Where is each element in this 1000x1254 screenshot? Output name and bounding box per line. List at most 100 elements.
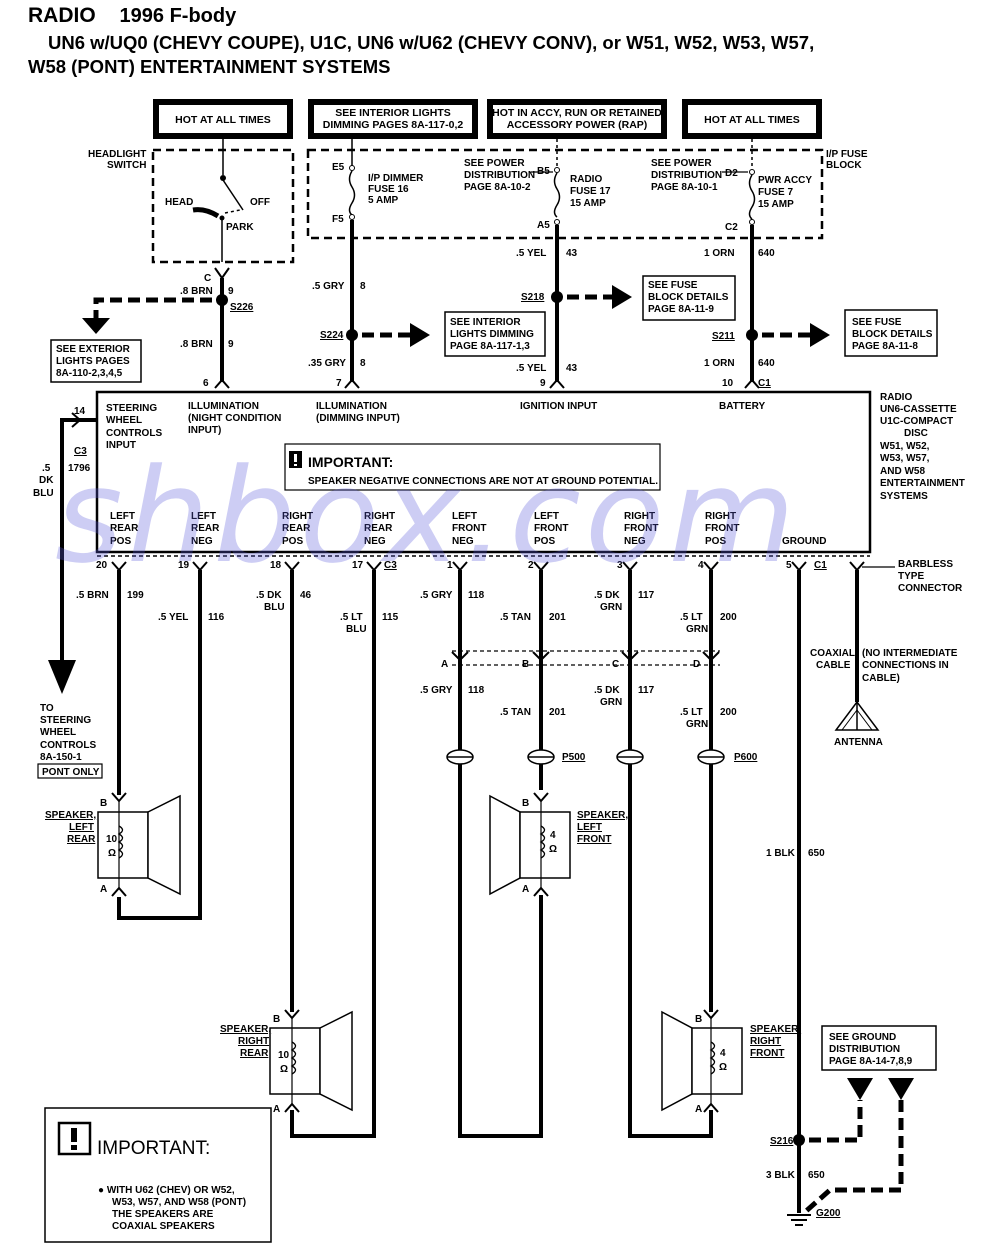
lrp-1: LEFT — [110, 511, 135, 522]
wire-200b-num: 200 — [720, 707, 737, 718]
lf-label-3: FRONT — [577, 834, 611, 845]
wire-117b-size-2: GRN — [600, 697, 622, 708]
lr-pin-a: A — [100, 884, 107, 895]
ground-circuit: SEE GROUND DISTRIBUTION PAGE 8A-14-7,8,9… — [766, 1025, 937, 1226]
a5-label: A5 — [537, 220, 550, 231]
wire-117a-size-1: .5 DK — [594, 590, 620, 601]
wire-650b-num: 650 — [808, 1170, 825, 1181]
rfn-2: FRONT — [624, 523, 658, 534]
pwr-fuse-2: FUSE 7 — [758, 187, 793, 198]
radio-fuse-3: 15 AMP — [570, 198, 606, 209]
top-box-interior-line-1: SEE INTERIOR LIGHTS — [335, 107, 451, 119]
wire-8a-num: 8 — [360, 281, 366, 292]
rf-label-3: FRONT — [750, 1048, 784, 1059]
wire-9b-size: .8 BRN — [180, 339, 213, 350]
top-box-hot-2-label: HOT AT ALL TIMES — [704, 114, 800, 126]
wire-640a-size: 1 ORN — [704, 248, 735, 259]
rfp-2: FRONT — [705, 523, 739, 534]
lr-omega: Ω — [108, 848, 116, 859]
ground-pin-label: GROUND — [782, 536, 826, 547]
top-box-accessory: HOT IN ACCY, RUN OR RETAINED ACCESSORY P… — [487, 99, 667, 139]
ground-g200: G200 — [816, 1208, 841, 1219]
steer-input-2: WHEEL — [106, 415, 142, 426]
lf-ohm: 4 — [550, 830, 556, 841]
conn-pin-b: B — [522, 659, 529, 670]
lf-omega: Ω — [549, 844, 557, 855]
ground-dist-3: PAGE 8A-14-7,8,9 — [829, 1056, 913, 1067]
c2-label: C2 — [725, 222, 738, 233]
wire-117b-num: 117 — [638, 685, 655, 696]
steer-input-3: CONTROLS — [106, 428, 162, 439]
connector-c1-top: C1 — [758, 378, 771, 389]
pin-10-label: 10 — [722, 378, 734, 389]
ip-fuse-block: I/P FUSE BLOCK E5 F5 I/P DIMMER FUSE 16 … — [306, 139, 868, 240]
lfp-2: FRONT — [534, 523, 568, 534]
rfp-3: POS — [705, 536, 726, 547]
noint-3: CABLE) — [862, 673, 900, 684]
pin-17: 17 — [352, 560, 364, 571]
splice-s216: S216 — [770, 1136, 794, 1147]
pd2-line-2: DISTRIBUTION — [651, 170, 722, 181]
pwr-fuse-1: PWR ACCY — [758, 175, 812, 186]
wire-43a-num: 43 — [566, 248, 578, 259]
wire-117a-size-2: GRN — [600, 602, 622, 613]
rfn-1: RIGHT — [624, 511, 655, 522]
lf-pin-a: A — [522, 884, 529, 895]
dimmer-fuse-1: I/P DIMMER — [368, 173, 424, 184]
splice-s218: S218 — [521, 292, 545, 303]
radio-label-7: AND W58 — [880, 466, 925, 477]
steer-input-4: INPUT — [106, 440, 136, 451]
wire-8: .5 GRY 8 S224 .35 GRY 8 7 — [308, 220, 366, 389]
noint-1: (NO INTERMEDIATE — [862, 648, 958, 659]
splice-s211: S211 — [712, 331, 735, 342]
important-radio-text: SPEAKER NEGATIVE CONNECTIONS ARE NOT AT … — [308, 476, 658, 487]
wire-200a-num: 200 — [720, 612, 737, 623]
radio-label-3: U1C-COMPACT — [880, 416, 953, 427]
wire-640b-num: 640 — [758, 358, 775, 369]
ref-exterior-lights: SEE EXTERIOR LIGHTS PAGES 8A-110-2,3,4,5 — [50, 339, 142, 383]
speaker-left-rear: B A 10 Ω SPEAKER, LEFT REAR — [45, 792, 181, 897]
barbless-1: BARBLESS — [898, 559, 953, 570]
diagram-title: RADIO 1996 F-body — [28, 4, 236, 28]
ground-dist-2: DISTRIBUTION — [829, 1044, 900, 1055]
ext-lights-2: LIGHTS PAGES — [56, 356, 130, 367]
barbless-2: TYPE — [898, 571, 924, 582]
wire-116-num: 116 — [208, 612, 225, 623]
pin-18: 18 — [270, 560, 282, 571]
wire-8b-size: .35 GRY — [308, 358, 346, 369]
wire-199-num: 199 — [127, 590, 144, 601]
conn-pin-c: C — [612, 659, 619, 670]
wire-1796-size-1: .5 — [42, 463, 51, 474]
wire-640a-num: 640 — [758, 248, 775, 259]
ref-fuse-details-2: SEE FUSE BLOCK DETAILS PAGE 8A-11-8 — [844, 309, 938, 357]
wire-118a-size: .5 GRY — [420, 590, 453, 601]
antenna-circuit: BARBLESS TYPE CONNECTOR COAXIAL CABLE (N… — [810, 559, 963, 748]
top-box-interior-dimming: SEE INTERIOR LIGHTS DIMMING PAGES 8A-117… — [308, 99, 478, 139]
int-dim-2: LIGHTS DIMMING — [450, 329, 534, 340]
wire-118b-size: .5 GRY — [420, 685, 453, 696]
fuse-det2-3: PAGE 8A-11-8 — [852, 341, 918, 352]
rr-ohm: 10 — [278, 1050, 290, 1061]
coax-2: CABLE — [816, 660, 851, 671]
wire-200b-size-2: GRN — [686, 719, 708, 730]
fuse-det1-3: PAGE 8A-11-9 — [648, 304, 714, 315]
wire-1796-size-3: BLU — [33, 488, 54, 499]
conn-pin-d: D — [693, 659, 700, 670]
lfn-2: FRONT — [452, 523, 486, 534]
radio-label-1: RADIO — [880, 392, 912, 403]
illum-night-3: INPUT) — [188, 425, 221, 436]
rr-pin-b: B — [273, 1014, 280, 1025]
radio-label-5: W51, W52, — [880, 441, 930, 452]
rf-ohm: 4 — [720, 1048, 726, 1059]
ext-lights-arrow — [82, 318, 110, 334]
pin-5: 5 — [786, 560, 792, 571]
pin-7-label: 7 — [336, 378, 342, 389]
wire-43b-num: 43 — [566, 363, 578, 374]
ground-dist-1: SEE GROUND — [829, 1032, 896, 1043]
lrp-2: REAR — [110, 523, 139, 534]
wire-650a-num: 650 — [808, 848, 825, 859]
connector-p500: P500 — [562, 752, 586, 763]
ref-fuse-details-1: SEE FUSE BLOCK DETAILS PAGE 8A-11-9 — [642, 275, 736, 321]
wire-46-size-1: .5 DK — [256, 590, 282, 601]
wire-9b-num: 9 — [228, 339, 234, 350]
